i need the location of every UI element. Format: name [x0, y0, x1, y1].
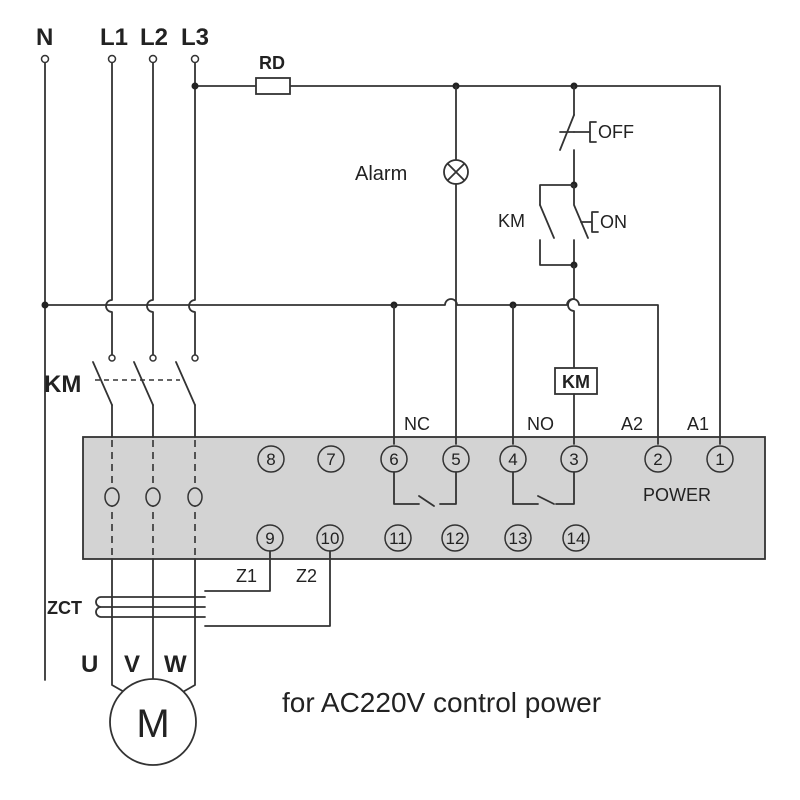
bottom-terminal-number-11: 11	[389, 529, 407, 548]
a2-label: A2	[621, 414, 643, 434]
fuse-rd	[255, 77, 291, 95]
km-aux-contact	[539, 204, 555, 239]
control-neutral-bus	[44, 298, 659, 445]
contactor-coil-box	[554, 367, 598, 395]
bottom-terminal-number-13: 13	[509, 529, 528, 548]
top-terminal-circle-8	[257, 445, 285, 473]
z1-wire	[204, 550, 271, 592]
bottom-terminal-number-9: 9	[265, 529, 274, 548]
top-terminal-number-6: 6	[389, 450, 398, 469]
l3-terminal	[190, 54, 200, 64]
relay-bottom-terminals: 9 10 11 12 13 14	[256, 524, 590, 552]
top-terminal-circle-5	[442, 445, 470, 473]
km-contact-blade-3	[175, 361, 196, 406]
z2-label: Z2	[296, 566, 317, 586]
top-terminal-number-1: 1	[715, 450, 724, 469]
zct-coil	[95, 596, 206, 618]
km-contact-top-2	[149, 354, 157, 362]
l2-terminal	[148, 54, 158, 64]
neutral-line-label: N	[36, 24, 53, 51]
contactor-coil-label: KM	[562, 372, 590, 392]
top-terminal-number-5: 5	[451, 450, 460, 469]
bottom-terminal-number-12: 12	[446, 529, 465, 548]
top-terminal-circle-3	[560, 445, 588, 473]
no-internal-contact	[512, 471, 575, 505]
bottom-terminal-circle-11	[384, 524, 412, 552]
fuse-label: RD	[259, 53, 285, 73]
z2-wire	[204, 550, 331, 627]
ct-window-1	[104, 487, 120, 507]
top-terminal-number-7: 7	[326, 450, 335, 469]
phase-l1-label: L1	[100, 24, 128, 51]
control-l3-wire	[194, 85, 721, 445]
top-terminal-circle-6	[380, 445, 408, 473]
l3-to-motor	[180, 558, 196, 694]
nc-internal-contact	[393, 471, 457, 507]
off-switch-contact	[559, 114, 575, 186]
l3-wire	[188, 62, 196, 356]
top-terminal-circle-4	[499, 445, 527, 473]
coil-wire-top	[567, 264, 575, 369]
a1-label: A1	[687, 414, 709, 434]
diagram-caption: for AC220V control power	[282, 687, 601, 718]
z1-label: Z1	[236, 566, 257, 586]
bottom-terminal-circle-13	[504, 524, 532, 552]
l1-wire	[105, 62, 113, 356]
top-terminal-number-4: 4	[508, 450, 517, 469]
main-contactor-label: KM	[44, 371, 81, 398]
phase-l2-label: L2	[140, 24, 168, 51]
on-switch-wire	[573, 184, 589, 266]
l2-wire	[146, 62, 154, 356]
km-aux-label: KM	[498, 211, 525, 231]
top-terminal-circle-1	[706, 445, 734, 473]
km-contact-blade-2	[133, 361, 154, 406]
power-label: POWER	[643, 485, 711, 505]
top-terminal-circle-7	[317, 445, 345, 473]
top-terminal-number-3: 3	[569, 450, 578, 469]
alarm-label: Alarm	[355, 163, 407, 185]
bottom-terminal-number-10: 10	[321, 529, 340, 548]
l3-junction	[191, 82, 199, 90]
neutral-terminal	[40, 54, 50, 64]
top-terminal-number-8: 8	[266, 450, 275, 469]
km-contact-top-3	[191, 354, 199, 362]
alarm-lamp-cross	[447, 163, 465, 181]
l1-to-motor	[111, 558, 127, 694]
l1-terminal	[107, 54, 117, 64]
km-contact-top-1	[108, 354, 116, 362]
no-label: NO	[527, 414, 554, 434]
relay-top-terminals: 8 7 6 5 4 3 2 1	[257, 445, 734, 473]
nc-label: NC	[404, 414, 430, 434]
motor-w-label: W	[164, 651, 187, 678]
zct-label: ZCT	[47, 598, 82, 618]
motor-letter: M	[136, 702, 169, 746]
ct-window-3	[187, 487, 203, 507]
motor-symbol	[109, 678, 197, 766]
off-pushbutton-icon	[573, 121, 597, 143]
motor-u-label: U	[81, 651, 98, 678]
top-terminal-circle-2	[644, 445, 672, 473]
on-branch-left	[539, 184, 575, 266]
phase-l3-label: L3	[181, 24, 209, 51]
motor-v-label: V	[124, 651, 140, 678]
km-contact-blade-1	[92, 361, 113, 406]
bottom-terminal-number-14: 14	[567, 529, 586, 548]
ct-window-2	[145, 487, 161, 507]
bottom-terminal-circle-12	[441, 524, 469, 552]
top-terminal-number-2: 2	[653, 450, 662, 469]
off-switch-label: OFF	[598, 122, 634, 142]
neutral-junction	[41, 301, 49, 309]
on-switch-label: ON	[600, 212, 627, 232]
bottom-terminal-circle-14	[562, 524, 590, 552]
on-pushbutton-icon	[580, 211, 599, 233]
